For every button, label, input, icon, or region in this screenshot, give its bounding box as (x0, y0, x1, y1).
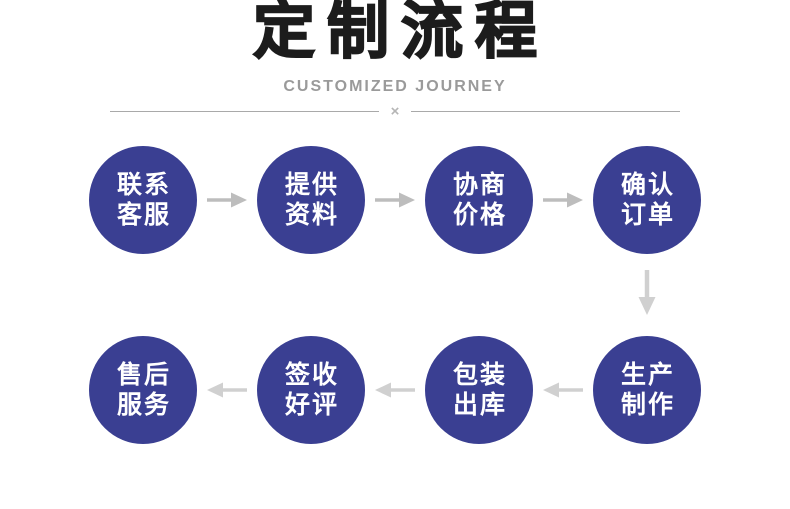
flow-step-label: 确认 (620, 171, 675, 199)
flow-step-label: 出库 (452, 391, 507, 419)
flow-step-label: 服务 (116, 391, 171, 419)
title-divider: × (110, 101, 681, 121)
arrow-right-icon (542, 191, 584, 209)
flow-step-label: 制作 (620, 391, 675, 419)
flow-step-label: 好评 (284, 391, 339, 419)
flow-step-confirm-order: 确认 订单 (593, 146, 701, 254)
flow-step-sign-review: 签收 好评 (257, 336, 365, 444)
flow-step-packing-shipping: 包装 出库 (425, 336, 533, 444)
flow-step-label: 包装 (452, 361, 507, 389)
arrow-left-icon (542, 381, 584, 399)
flow-step-label: 提供 (284, 171, 339, 199)
page-subtitle: CUSTOMIZED JOURNEY (283, 78, 507, 95)
arrow-right-icon (374, 191, 416, 209)
flow-step-label: 协商 (452, 171, 507, 199)
divider-line-right (411, 110, 681, 112)
arrow-down-icon (637, 269, 657, 317)
flow-step-label: 生产 (620, 361, 675, 389)
arrow-right-icon (206, 191, 248, 209)
divider-line-left (110, 110, 379, 112)
flow-step-contact-service: 联系 客服 (89, 146, 197, 254)
arrow-left-icon (206, 381, 248, 399)
flow-step-provide-materials: 提供 资料 (257, 146, 365, 254)
page-title: 定制流程 (252, 0, 549, 67)
flow-step-label: 客服 (116, 201, 171, 229)
flow-step-production: 生产 制作 (593, 336, 701, 444)
flow-step-label: 签收 (284, 361, 339, 389)
x-divider-icon: × (390, 102, 400, 120)
flow-step-label: 联系 (116, 171, 171, 199)
flow-step-after-sales: 售后 服务 (89, 336, 197, 444)
arrow-left-icon (374, 381, 416, 399)
flow-step-label: 订单 (620, 201, 675, 229)
flow-step-label: 资料 (284, 201, 339, 229)
flow-step-label: 价格 (452, 201, 507, 229)
flow-step-negotiate-price: 协商 价格 (425, 146, 533, 254)
flow-step-label: 售后 (116, 361, 171, 389)
